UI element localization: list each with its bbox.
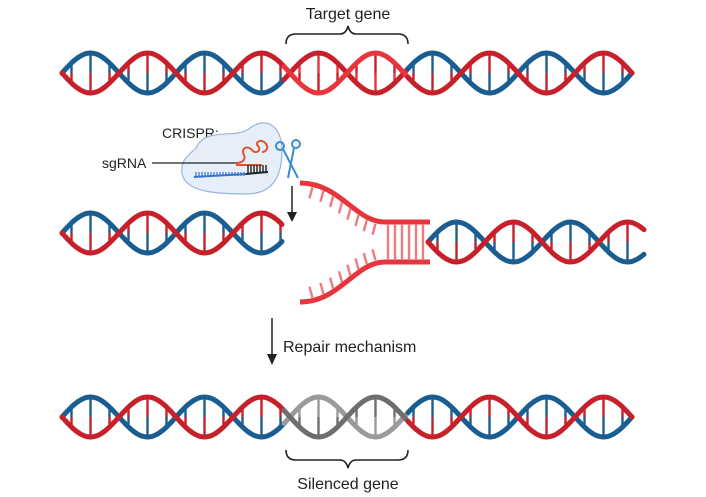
unpaired-base	[346, 264, 352, 276]
unpaired-base	[319, 282, 325, 295]
backbone-strand	[281, 50, 411, 96]
original-dna-helix	[59, 50, 635, 96]
repair-arrow	[267, 318, 277, 365]
backbone-strand	[405, 50, 635, 96]
silenced-gene-label: Silenced gene	[297, 476, 399, 493]
repaired-dna-helix	[59, 394, 635, 440]
cut-dna-fork	[299, 180, 430, 305]
crispr-label: CRISPR:	[162, 125, 219, 141]
sgrna-label: sgRNA	[102, 155, 147, 171]
silenced-gene-brace	[285, 449, 409, 469]
crispr-complex: CRISPR: sgRNA	[102, 122, 283, 195]
backbone-strand	[281, 394, 411, 440]
unpaired-base	[328, 277, 335, 289]
target-gene-label: Target gene	[306, 6, 391, 23]
cut-arrow	[287, 186, 297, 222]
unpaired-base	[371, 223, 377, 235]
backbone-strand	[59, 50, 287, 96]
unpaired-base	[346, 208, 352, 221]
target-dna-strand-dark	[245, 171, 269, 175]
unpaired-base	[354, 258, 360, 270]
backbone-strand	[405, 394, 635, 440]
sgrna-hairpin-icon	[235, 139, 269, 164]
repair-mechanism-label: Repair mechanism	[283, 339, 416, 356]
cut-dna-left-helix	[59, 210, 285, 256]
unpaired-base	[319, 190, 325, 203]
unpaired-base	[328, 195, 335, 208]
backbone-strand	[59, 394, 287, 440]
backbone-strand	[59, 394, 287, 440]
backbone-strand	[405, 394, 635, 440]
unpaired-base	[308, 187, 314, 199]
cut-dna-right-helix	[425, 219, 647, 265]
backbone-strand	[405, 50, 635, 96]
unpaired-base	[337, 201, 344, 214]
unpaired-base	[308, 286, 314, 298]
backbone-strand	[425, 219, 647, 265]
unpaired-base	[354, 214, 360, 227]
backbone-strand	[425, 219, 647, 265]
target-gene-brace	[285, 25, 409, 45]
backbone-strand	[59, 210, 285, 256]
scissors-icon	[275, 139, 301, 179]
cut-strand-top	[299, 180, 430, 225]
unpaired-base	[362, 219, 368, 232]
unpaired-base	[362, 252, 368, 265]
unpaired-base	[337, 271, 344, 283]
unpaired-base	[371, 249, 377, 261]
backbone-strand	[59, 210, 285, 256]
cut-strand-bottom	[299, 259, 430, 305]
backbone-strand	[59, 50, 287, 96]
target-dna-ticks	[195, 172, 245, 176]
